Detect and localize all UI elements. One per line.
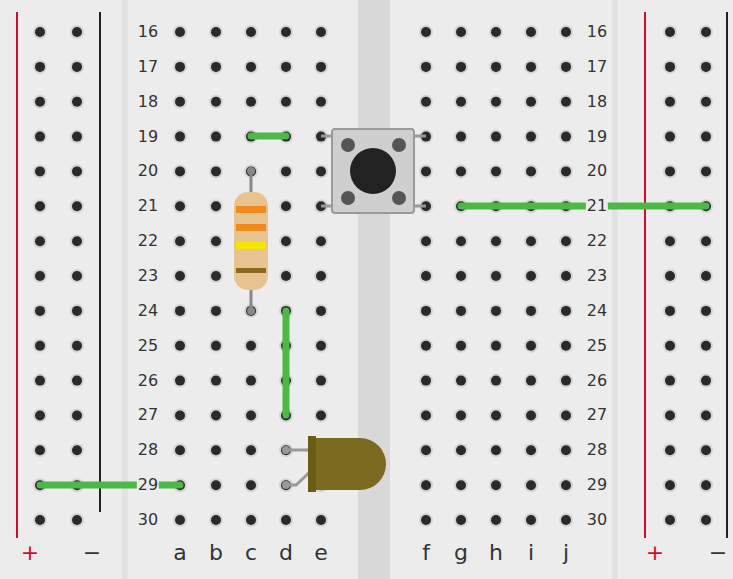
row-number: 28 [586,442,608,460]
rail-minus: − [708,541,728,565]
row-number: 29 [586,476,608,494]
row-number: 23 [586,267,608,285]
row-number: 19 [586,128,608,146]
row-number: 24 [137,302,159,320]
row-number: 20 [586,163,608,181]
row-number: 17 [137,58,159,76]
resistor-symbol [234,167,268,315]
row-number: 22 [137,232,159,250]
row-number: 16 [586,23,608,41]
led [282,436,386,492]
row-number: 28 [137,442,159,460]
row-number: 20 [137,163,159,181]
row-number: 19 [137,128,159,146]
column-letter: d [278,541,294,565]
column-letter: i [527,541,535,565]
row-number: 27 [586,407,608,425]
row-number: 27 [137,407,159,425]
column-letter: f [421,541,431,565]
column-letter: h [488,541,504,565]
row-number: 26 [137,372,159,390]
rail-minus: − [82,541,102,565]
rail-plus: + [645,541,665,565]
push-button [332,129,414,213]
row-number: 30 [137,511,159,529]
column-letter: j [562,541,570,565]
jumper-wire [40,136,706,485]
row-number: 16 [137,23,159,41]
row-number: 29 [137,476,159,494]
row-number: 18 [137,93,159,111]
column-letter: a [172,541,187,565]
row-number: 22 [586,232,608,250]
column-letter: c [244,541,258,565]
row-number: 17 [586,58,608,76]
row-number: 23 [137,267,159,285]
column-letter: e [313,541,329,565]
column-letter: b [208,541,224,565]
row-number: 25 [586,337,608,355]
column-letter: g [453,541,469,565]
row-number: 24 [586,302,608,320]
row-number: 21 [137,198,159,216]
row-number: 30 [586,511,608,529]
row-number: 26 [586,372,608,390]
rail-plus: + [20,541,40,565]
row-number: 25 [137,337,159,355]
row-number: 18 [586,93,608,111]
row-number: 21 [586,198,608,216]
